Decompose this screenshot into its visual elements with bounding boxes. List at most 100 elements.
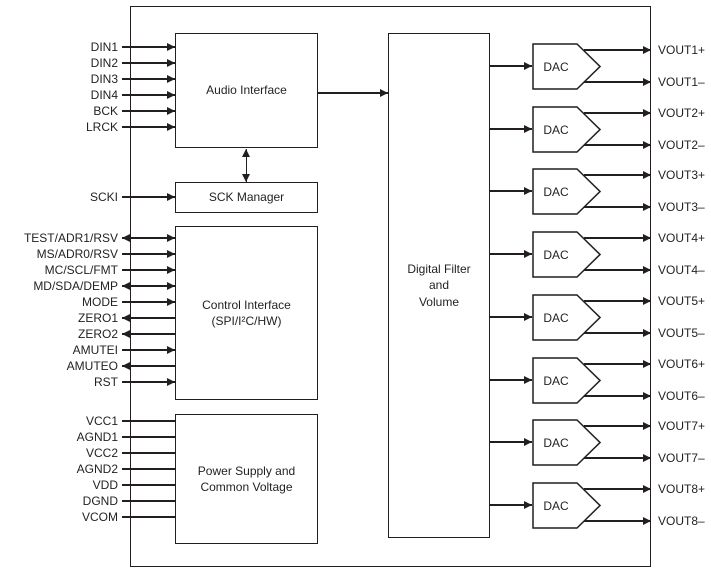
- pin-label: AMUTEO: [66, 359, 118, 373]
- pin-vout1-plus: VOUT1+: [584, 42, 711, 58]
- dac-label: DAC: [543, 247, 569, 262]
- pin-vout8-minus: VOUT8–: [584, 513, 711, 529]
- pin-line: [584, 269, 651, 271]
- pin-lrck: LRCK: [0, 119, 175, 135]
- pin-label: VOUT8+: [658, 482, 706, 496]
- pin-vout8-plus: VOUT8+: [584, 481, 711, 497]
- connector-line: [490, 504, 532, 506]
- pin-line: [122, 349, 175, 351]
- pin-line: [122, 420, 175, 422]
- pin-line: [122, 46, 175, 48]
- pin-vout1-minus: VOUT1–: [584, 74, 711, 90]
- pin-label: SCKI: [89, 190, 118, 204]
- filter-to-dac1-arrow: [490, 58, 532, 74]
- dac-block-2: DAC: [532, 106, 601, 153]
- pin-ms-adr0-rsv: MS/ADR0/RSV: [0, 246, 175, 262]
- pin-vout3-plus: VOUT3+: [584, 167, 711, 183]
- pin-dgnd: DGND: [0, 493, 175, 509]
- pin-label: VOUT6–: [658, 389, 705, 403]
- pin-vcc2: VCC2: [0, 445, 175, 461]
- filter-to-dac2-arrow: [490, 121, 532, 137]
- pin-label: DIN3: [90, 72, 118, 86]
- dac-label: DAC: [543, 373, 569, 388]
- pin-label: MC/SCL/FMT: [44, 263, 118, 277]
- pin-label: VCC1: [85, 414, 118, 428]
- pin-line: [122, 196, 175, 198]
- connector-line: [490, 128, 532, 130]
- pin-line: [584, 300, 651, 302]
- pin-line: [122, 381, 175, 383]
- pin-label: VOUT1–: [658, 75, 705, 89]
- dac-label: DAC: [543, 184, 569, 199]
- dac-block-6: DAC: [532, 357, 601, 404]
- pin-label: TEST/ADR1/RSV: [23, 231, 118, 245]
- dac-block-1: DAC: [532, 43, 601, 90]
- pin-line: [584, 81, 651, 83]
- pin-label: RST: [94, 375, 118, 389]
- pin-line: [584, 206, 651, 208]
- pin-din2: DIN2: [0, 55, 175, 71]
- pin-vout7-minus: VOUT7–: [584, 450, 711, 466]
- pin-line: [122, 436, 175, 438]
- pin-bck: BCK: [0, 103, 175, 119]
- pin-line: [584, 520, 651, 522]
- connector-line: [490, 441, 532, 443]
- pin-rst: RST: [0, 374, 175, 390]
- pin-line: [122, 500, 175, 502]
- pin-vout6-minus: VOUT6–: [584, 388, 711, 404]
- dac-label: DAC: [543, 59, 569, 74]
- pin-line: [584, 488, 651, 490]
- pin-label: VOUT2–: [658, 138, 705, 152]
- pin-line: [584, 425, 651, 427]
- sck-manager-block: SCK Manager: [175, 182, 318, 213]
- pin-vout6-plus: VOUT6+: [584, 356, 711, 372]
- block-label: Control Interface (SPI/I²C/HW): [202, 297, 291, 328]
- pin-vcom: VCOM: [0, 509, 175, 525]
- pin-label: MD/SDA/DEMP: [33, 279, 118, 293]
- pin-mode: MODE: [0, 294, 175, 310]
- pin-line: [584, 332, 651, 334]
- filter-to-dac7-arrow: [490, 434, 532, 450]
- pin-line: [584, 144, 651, 146]
- connector-line: [490, 190, 532, 192]
- pin-din1: DIN1: [0, 39, 175, 55]
- pin-label: VOUT4+: [658, 231, 706, 245]
- pin-line: [584, 363, 651, 365]
- pin-agnd1: AGND1: [0, 429, 175, 445]
- pin-label: MODE: [82, 295, 118, 309]
- pin-label: VOUT1+: [658, 43, 706, 57]
- pin-line: [122, 253, 175, 255]
- pin-vout3-minus: VOUT3–: [584, 199, 711, 215]
- filter-to-dac6-arrow: [490, 372, 532, 388]
- block-label: Power Supply and Common Voltage: [197, 463, 296, 494]
- pin-din3: DIN3: [0, 71, 175, 87]
- pin-line: [122, 468, 175, 470]
- pin-label: AGND2: [76, 462, 118, 476]
- pin-mc-scl-fmt: MC/SCL/FMT: [0, 262, 175, 278]
- pin-label: VCC2: [85, 446, 118, 460]
- pin-label: ZERO2: [77, 327, 118, 341]
- pin-vout4-plus: VOUT4+: [584, 230, 711, 246]
- pin-amuteo: AMUTEO: [0, 358, 175, 374]
- block-label: Audio Interface: [206, 83, 287, 98]
- pin-scki: SCKI: [0, 189, 175, 205]
- power-supply-block: Power Supply and Common Voltage: [175, 414, 318, 544]
- pin-amutei: AMUTEI: [0, 342, 175, 358]
- dac-block-8: DAC: [532, 482, 601, 529]
- pin-label: MS/ADR0/RSV: [36, 247, 118, 261]
- pin-label: VOUT4–: [658, 263, 705, 277]
- pin-vout2-minus: VOUT2–: [584, 137, 711, 153]
- pin-line: [584, 395, 651, 397]
- pin-line: [122, 516, 175, 518]
- pin-label: VCOM: [82, 510, 118, 524]
- pin-label: ZERO1: [77, 311, 118, 325]
- pin-line: [122, 317, 175, 319]
- pin-line: [122, 365, 175, 367]
- pin-vcc1: VCC1: [0, 413, 175, 429]
- pin-line: [584, 174, 651, 176]
- pin-line: [584, 457, 651, 459]
- pin-din4: DIN4: [0, 87, 175, 103]
- connector-line: [490, 379, 532, 381]
- pin-test-adr1-rsv: TEST/ADR1/RSV: [0, 230, 175, 246]
